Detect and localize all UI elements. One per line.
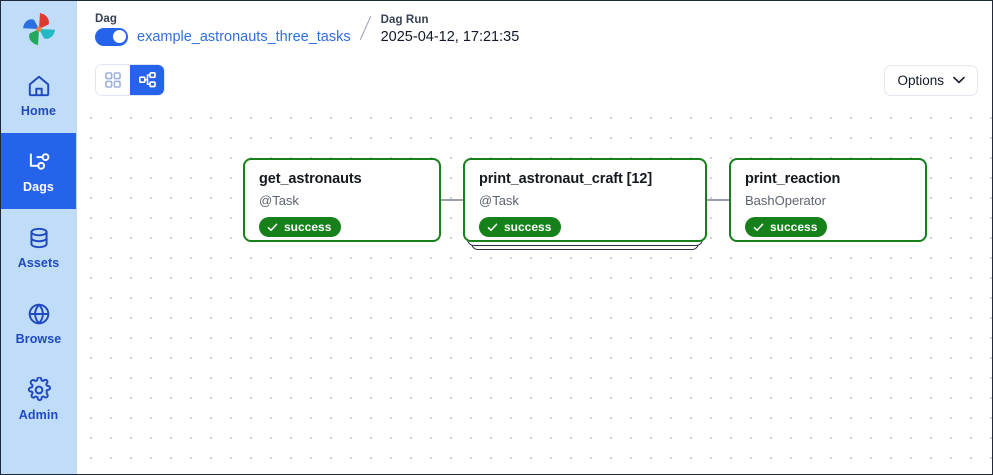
- dags-icon: [26, 149, 52, 175]
- task-node-title: print_reaction: [745, 171, 841, 187]
- breadcrumb-dag: Dag example_astronauts_three_tasks: [95, 13, 351, 46]
- dag-name-link[interactable]: example_astronauts_three_tasks: [137, 28, 351, 45]
- breadcrumb: Dag example_astronauts_three_tasks Dag R…: [77, 1, 992, 57]
- task-node-title: get_astronauts: [259, 171, 362, 187]
- status-badge-label: success: [770, 220, 818, 234]
- sidebar-item-label: Home: [20, 103, 57, 118]
- app-logo[interactable]: [1, 1, 76, 57]
- home-icon: [26, 73, 52, 99]
- check-icon: [487, 223, 498, 231]
- status-badge: success: [479, 217, 562, 237]
- toolbar: Options: [77, 57, 992, 103]
- dag-run-label: Dag Run: [380, 13, 429, 26]
- dag-label: Dag: [95, 12, 118, 25]
- sidebar-item-label: Dags: [23, 179, 54, 194]
- graph-edge: [441, 199, 463, 201]
- graph-view-button[interactable]: [130, 65, 164, 95]
- status-badge: success: [745, 217, 828, 237]
- graph-edge: [707, 199, 729, 201]
- task-node-operator: @Task: [479, 193, 519, 208]
- sidebar-item-label: Browse: [15, 331, 62, 346]
- database-icon: [26, 225, 52, 251]
- task-node[interactable]: print_astronaut_craft [12] @Task success: [463, 158, 707, 242]
- gear-icon: [26, 376, 52, 403]
- grid-view-button[interactable]: [96, 65, 130, 95]
- globe-icon: [26, 301, 52, 327]
- sidebar-item-admin[interactable]: Admin: [1, 361, 76, 437]
- airflow-pinwheel-logo-icon: [22, 13, 55, 45]
- sidebar-item-dags[interactable]: Dags: [1, 133, 76, 209]
- sidebar-item-label: Admin: [18, 407, 59, 422]
- status-badge-label: success: [284, 220, 332, 234]
- main-area: Dag example_astronauts_three_tasks Dag R…: [77, 1, 992, 474]
- sidebar: Home Dags Asse: [1, 1, 77, 474]
- view-switcher: [95, 64, 165, 96]
- sidebar-item-browse[interactable]: Browse: [1, 285, 76, 361]
- task-node-operator: @Task: [259, 193, 299, 208]
- task-node[interactable]: get_astronauts @Task success: [243, 158, 441, 242]
- graph-icon: [138, 72, 156, 88]
- task-node-title: print_astronaut_craft [12]: [479, 171, 653, 187]
- sidebar-item-label: Assets: [17, 255, 60, 270]
- check-icon: [753, 223, 764, 231]
- grid-icon: [105, 72, 121, 88]
- sidebar-item-home[interactable]: Home: [1, 57, 76, 133]
- sidebar-item-assets[interactable]: Assets: [1, 209, 76, 285]
- breadcrumb-separator-icon: [351, 9, 381, 49]
- status-badge-label: success: [504, 220, 552, 234]
- options-button[interactable]: Options: [884, 64, 978, 96]
- status-badge: success: [259, 217, 342, 237]
- dag-run-timestamp: 2025-04-12, 17:21:35: [380, 28, 520, 45]
- check-icon: [267, 223, 278, 231]
- options-button-label: Options: [897, 72, 944, 88]
- chevron-down-icon: [953, 76, 965, 84]
- dag-pause-toggle[interactable]: [95, 27, 128, 46]
- breadcrumb-dag-run: Dag Run 2025-04-12, 17:21:35: [381, 14, 520, 45]
- task-node-operator: BashOperator: [745, 193, 826, 208]
